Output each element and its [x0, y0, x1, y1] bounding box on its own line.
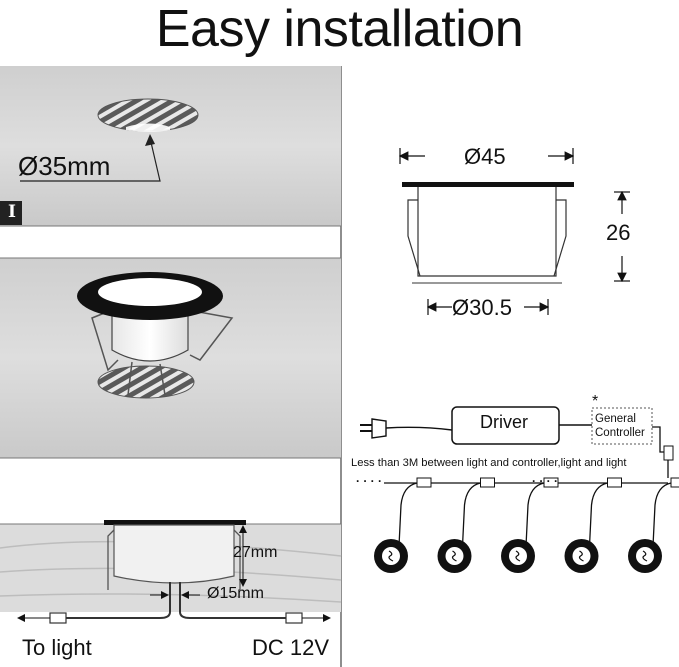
wiring-diagram [360, 406, 679, 573]
height-label: 26 [606, 220, 631, 245]
cable-connector [416, 477, 432, 488]
cable-hole-label: Ø15mm [207, 585, 264, 602]
mounting-hole [97, 365, 195, 399]
drop-wire [652, 482, 672, 547]
light-lens [98, 278, 202, 306]
controller-box [591, 407, 653, 445]
installed-flange [104, 520, 246, 525]
drop-wire [398, 482, 418, 547]
to-light-label: To light [22, 635, 92, 660]
cable-connector [670, 477, 679, 488]
light-symbol-icon [515, 550, 521, 562]
hole-diameter-label: Ø35mm [18, 151, 111, 181]
page-title: Easy installation [155, 0, 524, 58]
power-plug [371, 418, 387, 439]
continuation-dots: · · · · [356, 474, 382, 488]
light-unit [628, 477, 679, 573]
drop-wire [461, 482, 481, 547]
hole-leader-line [20, 137, 161, 182]
light-unit [437, 477, 495, 573]
cable-connector [480, 477, 495, 488]
drop-wire [525, 482, 545, 547]
light-unit [501, 477, 559, 573]
driver-label: Driver [480, 412, 528, 432]
controller-asterisk: * [592, 393, 599, 410]
light-unit [374, 477, 432, 573]
cable-connector [607, 477, 622, 488]
light-unit [564, 477, 622, 573]
drop-wire [588, 482, 608, 547]
drill-hole-panel [0, 66, 341, 227]
insert-light-panel [0, 257, 341, 459]
depth-label: 27mm [233, 544, 278, 561]
light-symbol-icon [578, 550, 584, 562]
distance-note: Less than 3M between light and controlle… [351, 457, 627, 469]
controller-label-2: Controller [595, 427, 645, 439]
step-badge [0, 201, 22, 225]
bottom-width-label: Ø30.5 [452, 295, 512, 320]
light-symbol-icon [388, 550, 394, 562]
step-badge-label: I [8, 202, 16, 222]
continuation-dots-2: · · · · [532, 474, 558, 488]
cable-connector [543, 477, 559, 488]
top-width-label: Ø45 [464, 144, 506, 169]
dimensions-drawing [398, 148, 630, 315]
controller-label-1: General [595, 413, 636, 425]
light-symbol-icon [451, 550, 457, 562]
light-symbol-icon [642, 550, 648, 562]
power-label: DC 12V [252, 635, 330, 660]
installed-section-panel [0, 520, 342, 624]
dimension-flange [402, 182, 574, 187]
